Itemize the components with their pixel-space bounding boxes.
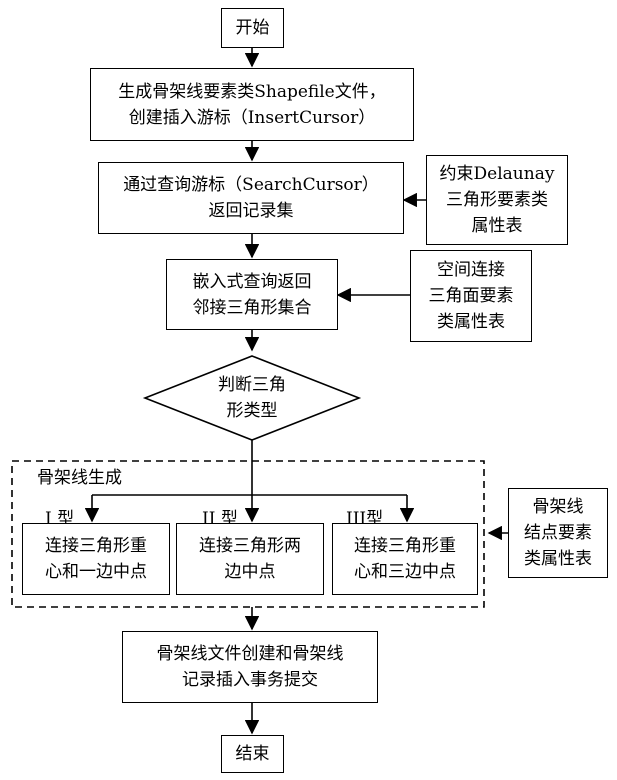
branch-2-line1: 连接三角形两 (199, 536, 301, 556)
decision-text: 判断三角 形类型 (195, 372, 309, 424)
output1-line1: 骨架线 (532, 497, 584, 517)
output1-line2: 结点要素 (524, 523, 592, 543)
input1-line1: 约束Delaunay (439, 164, 555, 184)
branch-3-line1: 连接三角形重 (354, 536, 456, 556)
input1-line2: 三角形要素类 (446, 190, 548, 210)
dashed-group-border (11, 460, 485, 608)
start-label: 开始 (235, 18, 270, 38)
output1-box: 骨架线 结点要素 类属性表 (508, 488, 608, 578)
step2-line1: 通过查询游标（SearchCursor） (123, 175, 379, 195)
branch-3-box: 连接三角形重 心和三边中点 (332, 523, 478, 595)
decision-line1: 判断三角 (218, 375, 286, 395)
branch-1-line1: 连接三角形重 (45, 536, 147, 556)
step2-box: 通过查询游标（SearchCursor） 返回记录集 (98, 162, 404, 234)
input2-line2: 三角面要素 (428, 286, 514, 306)
branch-1-line2: 心和一边中点 (45, 562, 147, 582)
group-label: 骨架线生成 (37, 468, 122, 488)
step4-box: 骨架线文件创建和骨架线 记录插入事务提交 (122, 631, 378, 703)
end-box: 结束 (221, 735, 284, 773)
output1-line3: 类属性表 (524, 549, 592, 569)
input2-box: 空间连接 三角面要素 类属性表 (410, 250, 532, 342)
input2-line1: 空间连接 (437, 260, 505, 280)
step3-box: 嵌入式查询返回 邻接三角形集合 (166, 259, 338, 330)
branch-2-box: 连接三角形两 边中点 (176, 523, 324, 595)
input1-box: 约束Delaunay 三角形要素类 属性表 (426, 155, 568, 245)
step1-line2: 创建插入游标（InsertCursor） (128, 107, 376, 128)
step1-box: 生成骨架线要素类Shapefile文件， 创建插入游标（InsertCursor… (90, 68, 414, 141)
step3-line1: 嵌入式查询返回 (192, 271, 312, 292)
end-label: 结束 (235, 744, 270, 764)
step1-line1: 生成骨架线要素类Shapefile文件， (118, 81, 386, 102)
decision-line2: 形类型 (226, 401, 278, 421)
step3-line2: 邻接三角形集合 (192, 297, 312, 318)
input1-line3: 属性表 (471, 216, 523, 236)
branch-1-box: 连接三角形重 心和一边中点 (22, 523, 170, 595)
step2-line2: 返回记录集 (208, 201, 294, 221)
input2-line3: 类属性表 (437, 312, 505, 332)
step4-line1: 骨架线文件创建和骨架线 (156, 644, 344, 664)
branch-2-line2: 边中点 (224, 562, 276, 582)
start-box: 开始 (221, 8, 284, 48)
branch-3-line2: 心和三边中点 (354, 562, 456, 582)
step4-line2: 记录插入事务提交 (182, 670, 318, 690)
